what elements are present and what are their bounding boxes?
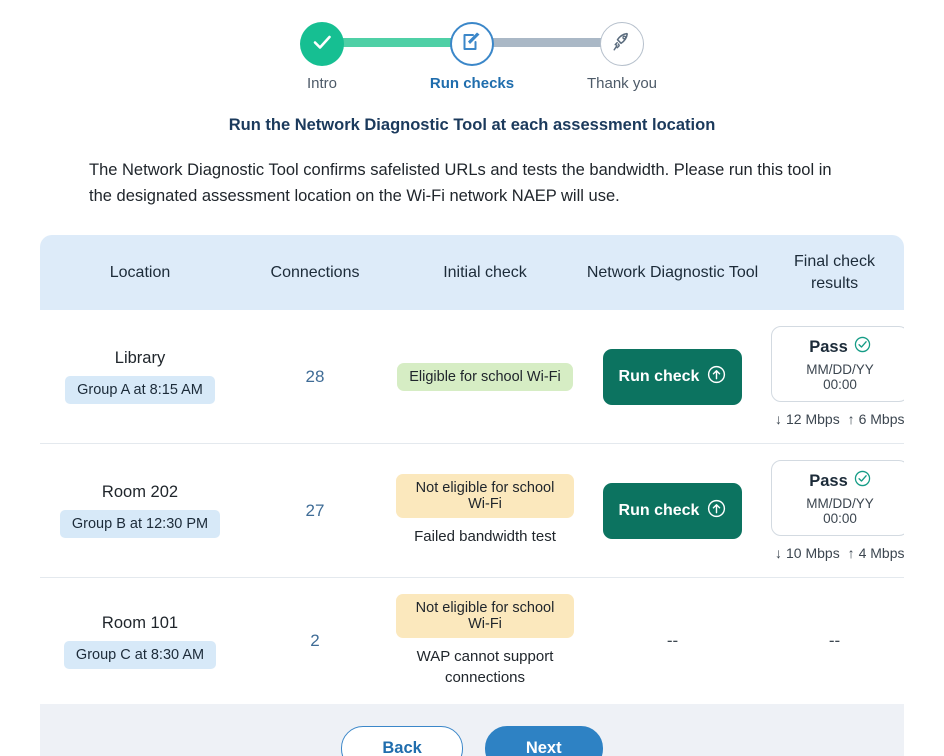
cell-connections: 2: [240, 577, 390, 704]
cell-initial-check: Eligible for school Wi-Fi: [390, 310, 580, 445]
location-name: Room 101: [101, 613, 179, 632]
stepper-circle-run-checks: [450, 22, 494, 66]
column-header-connections: Connections: [240, 235, 390, 311]
result-status-label: Pass: [809, 471, 848, 490]
locations-table-container: Location Connections Initial check Netwo…: [40, 235, 904, 704]
table-row: Library Group A at 8:15 AM 28 Eligible f…: [40, 310, 904, 445]
cell-location: Room 101 Group C at 8:30 AM: [40, 577, 240, 704]
initial-check-note: Failed bandwidth test: [414, 528, 556, 546]
check-circle-icon: [854, 470, 871, 492]
ndt-empty-placeholder: --: [666, 631, 679, 651]
stepper-label-thank-you: Thank you: [586, 75, 658, 92]
stepper-step-intro[interactable]: Intro: [262, 22, 382, 92]
upload-speed: 6 Mbps: [858, 411, 904, 428]
stepper-step-run-checks[interactable]: Run checks: [412, 22, 532, 92]
cell-ndt-action: Run check: [580, 310, 765, 445]
result-timestamp: MM/DD/YY 00:00: [806, 496, 874, 527]
stepper-track-segment-upcoming: [472, 38, 628, 47]
edit-square-icon: [460, 30, 484, 59]
page-title: Run the Network Diagnostic Tool at each …: [228, 116, 716, 134]
cell-final-results: Pass MM/DD/YY 00:00: [765, 443, 904, 579]
wizard-footer: Back Next: [40, 703, 904, 756]
location-name: Room 202: [101, 483, 179, 502]
stepper-circle-intro: [300, 22, 344, 66]
upload-arrow-icon: ↑: [847, 545, 855, 562]
stepper-step-thank-you[interactable]: Thank you: [562, 22, 682, 92]
run-check-label: Run check: [618, 501, 700, 519]
cell-initial-check: Not eligible for school Wi-Fi Failed ban…: [390, 443, 580, 579]
run-check-label: Run check: [618, 367, 700, 385]
table-header-row: Location Connections Initial check Netwo…: [40, 235, 904, 311]
speed-readout: ↓10 Mbps ↑4 Mbps: [771, 545, 904, 562]
connections-count: 27: [305, 500, 325, 520]
stepper-track: [316, 38, 628, 47]
progress-stepper: Intro Run checks: [262, 0, 682, 92]
connections-count: 2: [310, 631, 320, 651]
check-circle-icon: [854, 336, 871, 358]
cell-ndt-action: --: [580, 577, 765, 704]
cell-connections: 27: [240, 443, 390, 579]
upload-speed: 4 Mbps: [858, 545, 904, 562]
cell-final-results: --: [765, 577, 904, 704]
download-speed: 10 Mbps: [786, 545, 840, 562]
status-badge: Pass: [788, 336, 892, 358]
run-check-button[interactable]: Run check: [602, 348, 743, 405]
final-result-card: Pass MM/DD/YY 00:00: [771, 326, 904, 403]
cell-final-results: Pass MM/DD/YY 00:00: [765, 310, 904, 445]
download-speed: 12 Mbps: [786, 411, 840, 428]
cell-connections: 28: [240, 310, 390, 445]
connections-count: 28: [305, 366, 325, 386]
location-name: Library: [114, 349, 166, 368]
upload-circle-icon: [707, 365, 726, 389]
stepper-circle-thank-you: [600, 22, 644, 66]
stepper-label-intro: Intro: [306, 75, 337, 92]
initial-check-note: WAP cannot support connections: [416, 648, 554, 686]
next-button[interactable]: Next: [484, 725, 603, 756]
back-button[interactable]: Back: [341, 725, 463, 756]
cell-location: Room 202 Group B at 12:30 PM: [40, 443, 240, 579]
speed-readout: ↓12 Mbps ↑6 Mbps: [771, 411, 904, 428]
initial-check-pill: Not eligible for school Wi-Fi: [396, 474, 574, 519]
initial-check-pill: Not eligible for school Wi-Fi: [396, 594, 574, 639]
stepper-track-segment-completed: [316, 38, 472, 47]
column-header-location: Location: [40, 235, 240, 311]
upload-arrow-icon: ↑: [847, 411, 855, 428]
group-schedule-badge: Group A at 8:15 AM: [65, 376, 215, 405]
locations-table: Location Connections Initial check Netwo…: [40, 235, 904, 704]
table-row: Room 202 Group B at 12:30 PM 27 Not elig…: [40, 443, 904, 579]
group-schedule-badge: Group B at 12:30 PM: [59, 510, 221, 539]
download-arrow-icon: ↓: [775, 411, 782, 428]
result-timestamp: MM/DD/YY 00:00: [806, 362, 874, 393]
initial-check-pill: Eligible for school Wi-Fi: [397, 362, 573, 391]
cell-initial-check: Not eligible for school Wi-Fi WAP cannot…: [390, 577, 580, 704]
check-icon: [309, 29, 335, 60]
column-header-initial-check: Initial check: [390, 235, 580, 311]
column-header-final-results: Final check results: [765, 235, 904, 311]
column-header-ndt: Network Diagnostic Tool: [580, 235, 765, 311]
cell-location: Library Group A at 8:15 AM: [40, 310, 240, 445]
run-check-button[interactable]: Run check: [602, 482, 743, 539]
download-arrow-icon: ↓: [775, 545, 782, 562]
cell-ndt-action: Run check: [580, 443, 765, 579]
result-status-label: Pass: [809, 337, 848, 356]
final-result-empty-placeholder: --: [828, 631, 841, 651]
group-schedule-badge: Group C at 8:30 AM: [63, 640, 217, 669]
final-result-card: Pass MM/DD/YY 00:00: [771, 460, 904, 537]
rocket-icon: [610, 30, 634, 59]
intro-paragraph: The Network Diagnostic Tool confirms saf…: [89, 161, 832, 206]
upload-circle-icon: [707, 499, 726, 523]
stepper-label-run-checks: Run checks: [429, 75, 515, 92]
table-row: Room 101 Group C at 8:30 AM 2 Not eligib…: [40, 577, 904, 704]
status-badge: Pass: [788, 470, 892, 492]
